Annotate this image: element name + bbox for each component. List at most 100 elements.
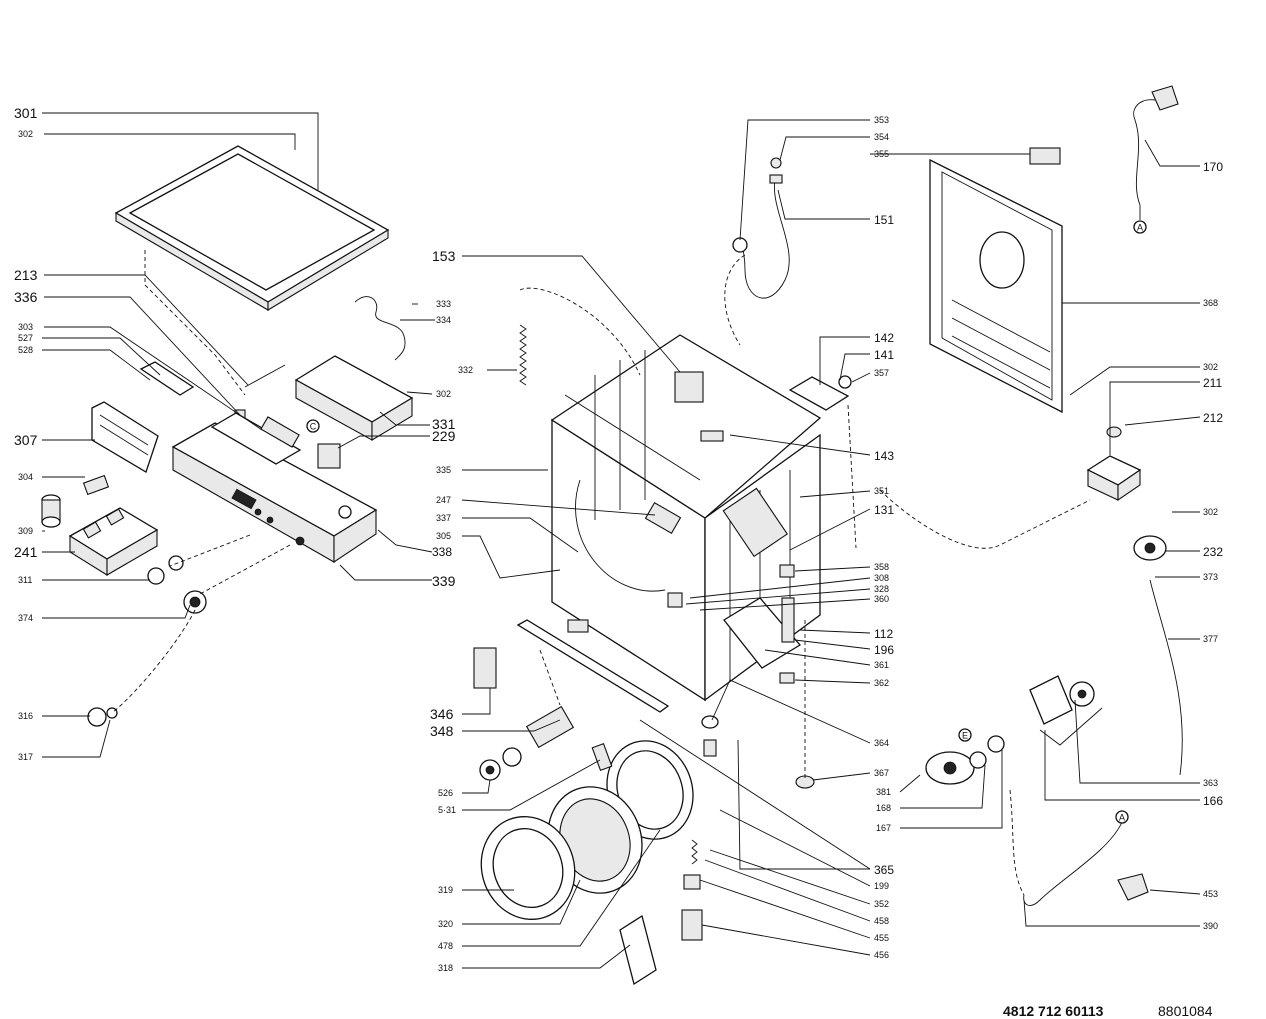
callout-334: 334 [436,315,451,325]
dashed-lead [1009,789,1025,896]
callout-309: 309 [18,526,33,536]
callout-320: 320 [438,919,453,929]
callout-368: 368 [1203,298,1218,308]
callout-199: 199 [874,881,889,891]
foot-364 [701,715,719,757]
callout-304: 304 [18,472,33,482]
part-309 [41,494,61,528]
drawing-number: 4812 712 60113 [1003,1003,1104,1019]
callout-527: 527 [18,333,33,343]
part-358 [779,564,795,578]
relay-block [674,371,704,403]
plinth-rail [516,619,670,713]
pressure-switch-232 [1133,535,1167,561]
knob-374 [183,590,207,614]
callout-364: 364 [874,738,889,748]
callout-307: 307 [14,432,38,448]
callout-353: 353 [874,115,889,125]
callout-302: 302 [18,129,33,139]
callout-338: 338 [432,545,452,559]
callout-308: 308 [874,573,889,583]
callout-170: 170 [1203,160,1223,174]
motor-bracket-112 [723,597,801,669]
callout-302: 302 [436,389,451,399]
back-panel-368 [929,158,1063,414]
part-362 [779,672,795,684]
callout-112: 112 [874,627,893,641]
dashed-lead [169,534,251,567]
rod-213 [244,364,286,388]
callout-166: 166 [1203,794,1223,808]
callout-360: 360 [874,594,889,604]
callout-458: 458 [874,916,889,926]
callout-455: 455 [874,933,889,943]
callout-478: 478 [438,941,453,951]
callout-labels: 301 302 213 336 303 527 528 307 304 309 … [14,105,1223,973]
callout-361: 361 [874,660,889,670]
drawing-code: 8801084 [1158,1003,1213,1019]
callout-301: 301 [14,105,38,121]
callout-354: 354 [874,132,889,142]
dashed-lead [879,489,1091,549]
clip-453 [1117,873,1149,901]
leader-lines [42,112,1201,969]
marker-e: E [962,731,968,741]
callout-374: 374 [18,613,33,623]
callout-358: 358 [874,562,889,572]
dashed-lead [724,254,746,346]
callout-355: 355 [874,149,889,159]
callout-167: 167 [876,823,891,833]
hose-390 [1023,821,1123,906]
callout-528: 528 [18,345,33,355]
top-cover-part [114,145,390,311]
callout-213: 213 [14,267,38,283]
callout-232: 232 [1203,545,1223,559]
dashed-lead [847,404,857,549]
part-143 [700,430,724,442]
callout-336: 336 [14,289,38,305]
door-frame-319 [480,816,576,920]
callout-241: 241 [14,544,38,560]
callout-357: 357 [874,368,889,378]
callout-153: 153 [432,248,456,264]
drain-pump-166 [1029,675,1103,746]
callout-331: 331 [432,416,456,432]
callout-365: 365 [874,863,894,877]
callout-373: 373 [1203,572,1218,582]
connector-142 [788,375,852,411]
part-304 [82,474,110,496]
callout-367: 367 [874,768,889,778]
bracket-336 [210,412,302,465]
inlet-hose-151 [732,157,790,299]
drain-hose-170 [1133,85,1179,220]
callout-142: 142 [874,331,894,345]
callout-362: 362 [874,678,889,688]
reference-markers: A A C E [306,220,1147,824]
callout-302: 302 [1203,362,1218,372]
water-valve-assembly [294,296,414,469]
lock-348 [479,705,575,781]
callout-302: 302 [1203,507,1218,517]
callout-318: 318 [438,963,453,973]
callout-377: 377 [1203,634,1218,644]
callout-247: 247 [436,495,451,505]
callout-363: 363 [1203,778,1218,788]
callout-332: 332 [458,365,473,375]
callout-348: 348 [430,723,454,739]
callout-196: 196 [874,643,894,657]
callout-390: 390 [1203,921,1218,931]
dispenser-drawer-part [68,507,159,576]
part-247 [644,501,682,535]
callout-526: 526 [438,788,453,798]
callout-131: 131 [874,503,894,517]
callout-456: 456 [874,950,889,960]
cover-318 [619,914,657,986]
marker-a: A [1119,813,1125,823]
callout-346: 346 [430,706,454,722]
callout-381: 381 [876,787,891,797]
callout-328: 328 [874,584,889,594]
callout-229: 229 [432,428,456,444]
callout-337: 337 [436,513,451,523]
callout-333: 333 [436,299,451,309]
